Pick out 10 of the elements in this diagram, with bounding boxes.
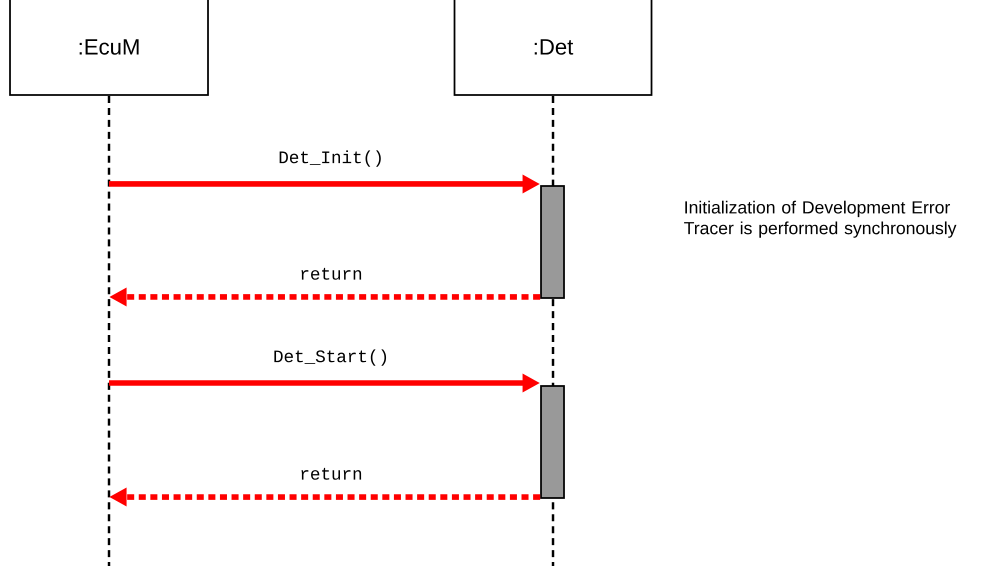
activation-bar: [540, 185, 565, 299]
message-label: Det_Start(): [270, 346, 393, 370]
activation-bar: [540, 385, 565, 499]
note-text: Initialization of Development Error Tracer is performed synchronously: [684, 200, 956, 238]
message-label: return: [296, 464, 366, 484]
object-box: :EcuM: [9, 0, 209, 96]
message-label: return: [296, 264, 366, 284]
object-box: :Det: [454, 0, 652, 96]
message-label: Det_Init(): [274, 146, 388, 170]
lifeline: [108, 96, 110, 566]
